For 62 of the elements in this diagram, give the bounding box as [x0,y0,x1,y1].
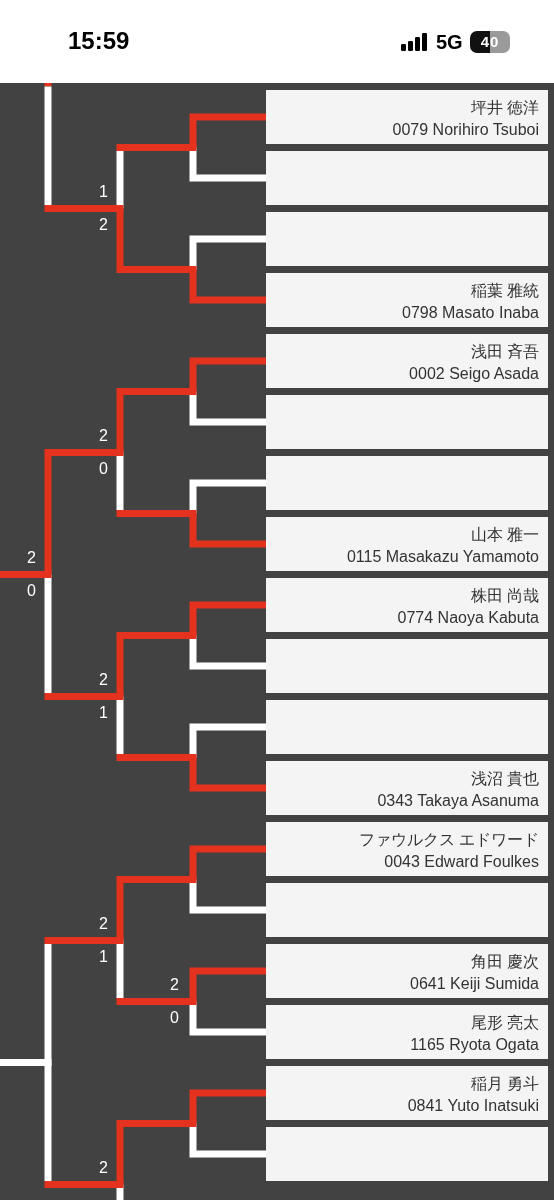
player-name: 角田 慶次 [470,952,539,972]
player-card [266,761,548,815]
player-number-and-name: 0002 Seigo Asada [409,364,539,384]
empty-slot [266,395,548,449]
player-name: 坪井 徳洋 [470,98,539,118]
empty-slot [266,456,548,510]
bracket-line [189,357,266,426]
player-card [266,578,548,632]
match-score: 2 [99,215,108,234]
match-score: 2 [99,426,108,445]
bracket-line [189,845,266,914]
bracket-line [189,1089,266,1158]
bracket-line [189,479,266,548]
match-score: 2 [99,1158,108,1177]
player-card [266,1005,548,1059]
match-score: 0 [170,1008,179,1027]
player-name: 尾形 亮太 [470,1013,539,1033]
match-score: 1 [99,182,108,201]
network-type: 5G [436,30,463,54]
bracket-line [189,723,266,792]
player-number-and-name: 0774 Naoya Kabuta [397,608,539,628]
player-name: 山本 雅一 [470,525,539,545]
bracket-line [189,967,266,1036]
empty-slot [266,883,548,937]
bracket-line [189,113,266,182]
player-name: 株田 尚哉 [470,586,539,606]
player-name: 稲月 勇斗 [470,1074,539,1094]
player-name: 稲葉 雅統 [470,281,539,301]
player-card [266,944,548,998]
player-card [266,90,548,144]
player-card [266,1066,548,1120]
match-score: 2 [99,670,108,689]
player-card [266,273,548,327]
match-score: 2 [27,548,36,567]
player-name: ファウルクス エドワード [358,830,539,850]
player-number-and-name: 0343 Takaya Asanuma [377,791,539,811]
status-time: 15:59 [68,27,130,55]
match-score: 2 [99,914,108,933]
match-score: 1 [99,947,108,966]
player-card [266,517,548,571]
empty-slot [266,212,548,266]
player-number-and-name: 0115 Masakazu Yamamoto [346,547,539,567]
player-name: 浅田 斉吾 [470,342,539,362]
match-score: 2 [170,975,179,994]
player-card [266,822,548,876]
player-number-and-name: 0841 Yuto Inatsuki [407,1096,539,1116]
player-card [266,334,548,388]
player-number-and-name: 0079 Norihiro Tsuboi [392,120,539,140]
player-number-and-name: 0641 Keiji Sumida [410,974,539,994]
player-number-and-name: 0043 Edward Foulkes [384,852,539,872]
empty-slot [266,700,548,754]
match-score: 1 [99,703,108,722]
match-score: 0 [99,459,108,478]
empty-slot [266,639,548,693]
empty-slot [266,1127,548,1181]
bracket-line [189,601,266,670]
bracket-line [189,235,266,304]
player-number-and-name: 1165 Ryota Ogata [410,1035,539,1055]
match-score: 0 [27,581,36,600]
player-number-and-name: 0798 Masato Inaba [402,303,539,323]
empty-slot [266,151,548,205]
player-name: 浅沼 貴也 [470,769,539,789]
